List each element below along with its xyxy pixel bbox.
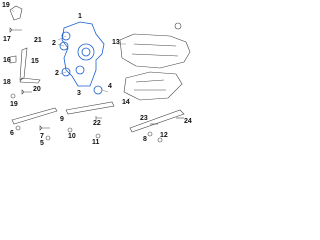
callout-2-lower: 2 — [55, 70, 59, 77]
callout-4: 4 — [108, 83, 112, 90]
callout-6: 6 — [10, 130, 14, 137]
hub-bore — [77, 43, 95, 61]
parts-diagram — [9, 5, 191, 143]
bushing-2c — [61, 67, 71, 77]
link-12 — [129, 109, 185, 133]
callout-2: 2 — [52, 40, 56, 47]
callout-1: 1 — [78, 13, 82, 20]
callout-20: 20 — [33, 86, 41, 93]
bushing-4 — [93, 85, 103, 95]
nut-8 — [147, 131, 153, 137]
callout-23: 23 — [140, 115, 148, 122]
nut-11 — [95, 133, 101, 139]
lower-arm-14 — [123, 71, 183, 101]
callout-9: 9 — [60, 116, 64, 123]
callout-8: 8 — [143, 136, 147, 143]
bushing-2b — [59, 41, 69, 51]
callout-16: 16 — [3, 57, 11, 64]
callout-21: 21 — [34, 37, 42, 44]
link-lower-left — [11, 107, 58, 125]
callout-3: 3 — [77, 90, 81, 97]
bolt-22 — [95, 116, 102, 120]
callout-15: 15 — [31, 58, 39, 65]
hub-bore-inner — [81, 47, 91, 57]
callout-7: 7 — [40, 133, 44, 140]
callout-12: 12 — [160, 132, 168, 139]
bushing-19b — [10, 93, 16, 99]
callout-14: 14 — [122, 99, 130, 106]
nut-5 — [45, 135, 51, 141]
subframe-13 — [119, 33, 191, 69]
nut-12b — [157, 137, 163, 143]
bushing-2a — [61, 31, 71, 41]
callout-17: 17 — [3, 36, 11, 43]
washer-6 — [15, 125, 21, 131]
link-9 — [65, 101, 115, 115]
bolt-7 — [39, 125, 50, 131]
callout-18: 18 — [3, 79, 11, 86]
callout-24: 24 — [184, 118, 192, 125]
callout-11: 11 — [92, 139, 100, 146]
callout-10: 10 — [68, 133, 76, 140]
link-18 — [19, 77, 41, 84]
knuckle-1 — [61, 21, 105, 87]
callout-5: 5 — [40, 140, 44, 147]
bushing-3 — [75, 65, 85, 75]
callout-22: 22 — [93, 120, 101, 127]
bracket-19-top — [9, 5, 23, 21]
link-15 — [19, 47, 28, 81]
bolt-17 — [9, 27, 22, 33]
bracket-16 — [9, 55, 17, 64]
bolt-20 — [21, 89, 32, 95]
callout-19-top: 19 — [2, 2, 10, 9]
callout-13: 13 — [112, 39, 120, 46]
nut-10 — [67, 127, 73, 133]
callout-19-left: 19 — [10, 101, 18, 108]
